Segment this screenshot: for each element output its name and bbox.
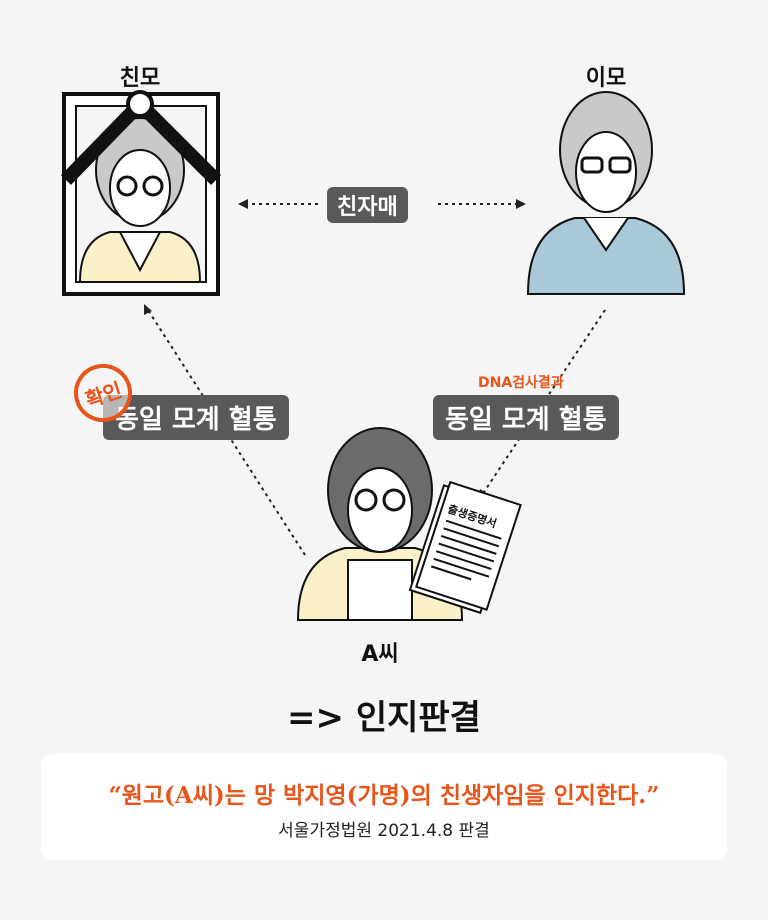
- dotted-arrows: [147, 203, 606, 556]
- sisters-badge: 친자매: [327, 187, 408, 223]
- ruling-source: 서울가정법원 2021.4.8 판결: [278, 821, 490, 841]
- person-a-label: A씨: [361, 642, 399, 667]
- ruling-quote: “원고(A씨)는 망 박지영(가명)의 친생자임을 인지한다.”: [108, 782, 660, 809]
- ruling-card: “원고(A씨)는 망 박지영(가명)의 친생자임을 인지한다.” 서울가정법원 …: [41, 754, 727, 860]
- dna-result-note: DNA검사결과: [478, 375, 564, 391]
- mother-label: 친모: [119, 66, 161, 91]
- right-lineage-badge: 동일 모계 혈통: [433, 395, 619, 440]
- aunt-label: 이모: [585, 66, 627, 91]
- mother-portrait-icon: [60, 90, 221, 296]
- result-heading: => 인지판결: [287, 698, 481, 738]
- arrow-aunt-to-a: [481, 309, 606, 496]
- birth-certificate-icon: [408, 480, 522, 615]
- aunt-figure-icon: [526, 91, 686, 295]
- person-a-figure-icon: [296, 427, 522, 621]
- left-lineage-badge: 동일 모계 혈통: [103, 395, 289, 440]
